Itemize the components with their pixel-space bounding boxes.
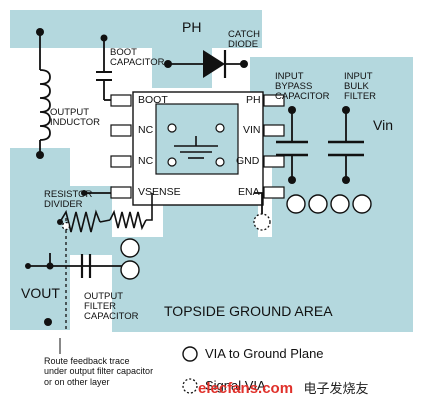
signal-vias — [61, 213, 271, 231]
pin-label-nc1: NC — [138, 124, 154, 136]
pin-pad-vin — [263, 124, 285, 137]
vout-region-label: VOUT — [21, 285, 60, 301]
thermal-pad-vias — [167, 123, 225, 167]
feedback-route-note: Route feedback trace under output filter… — [44, 356, 154, 387]
pin-pad-gnd — [263, 155, 285, 168]
input-bulk-filter-label: INPUT BULK FILTER — [344, 71, 377, 102]
vin-region-label: Vin — [373, 117, 393, 133]
pin-pad-nc1 — [110, 124, 132, 137]
catch-diode-symbol — [203, 50, 227, 78]
ground-vias — [120, 194, 372, 280]
pin-label-vsense: VSENSE — [138, 186, 181, 198]
pin-pad-ph — [263, 94, 285, 107]
boot-capacitor-plates — [96, 71, 112, 81]
ground-symbol — [174, 136, 218, 159]
ph-copper-region — [10, 10, 262, 88]
legend-signal-via-symbol — [182, 378, 198, 394]
legend-ground-via-label: VIA to Ground Plane — [205, 346, 324, 361]
input-bulk-capacitor-plates — [328, 140, 364, 157]
legend-signal-via-label: Signal VIA — [205, 378, 266, 393]
pin-pad-boot — [110, 94, 132, 107]
pin-pad-vsense — [110, 186, 132, 199]
pin-pad-ena — [263, 186, 285, 199]
pin-label-vin: VIN — [243, 124, 261, 136]
legend-ground-via-symbol — [182, 346, 198, 362]
output-inductor-coil — [39, 69, 51, 141]
output-inductor-label: OUTPUT INDUCTOR — [50, 107, 100, 128]
output-filter-capacitor-plates — [80, 254, 92, 278]
resistor-divider-label: RESISTOR DIVIDER — [44, 189, 93, 210]
ic-package — [110, 91, 285, 206]
pin-label-gnd: GND — [236, 155, 260, 167]
resistor-r2 — [109, 209, 147, 231]
junction-dots — [25, 28, 350, 326]
resistor-r1 — [59, 209, 101, 233]
pin-label-ena: ENA — [238, 186, 260, 198]
watermark-logo-text: elecfans.com — [198, 380, 294, 397]
catch-diode-label: CATCH DIODE — [228, 29, 261, 50]
input-bypass-capacitor-label: INPUT BYPASS CAPACITOR — [275, 71, 330, 102]
boot-capacitor-label: BOOT CAPACITOR — [110, 47, 165, 68]
pin-label-nc2: NC — [138, 155, 154, 167]
pin-pad-nc2 — [110, 155, 132, 168]
output-filter-capacitor-label: OUTPUT FILTER CAPACITOR — [84, 291, 139, 322]
elecfans-watermark: elecfans.com 电子发烧友 — [198, 378, 369, 398]
input-bypass-capacitor-plates — [276, 140, 308, 157]
divider-link — [99, 193, 153, 223]
watermark-cn-text: 电子发烧友 — [303, 381, 369, 396]
pin-label-ph: PH — [246, 94, 261, 106]
ground-region-label: TOPSIDE GROUND AREA — [164, 303, 333, 319]
pin-label-boot: BOOT — [138, 94, 168, 106]
ph-region-label: PH — [182, 19, 202, 35]
